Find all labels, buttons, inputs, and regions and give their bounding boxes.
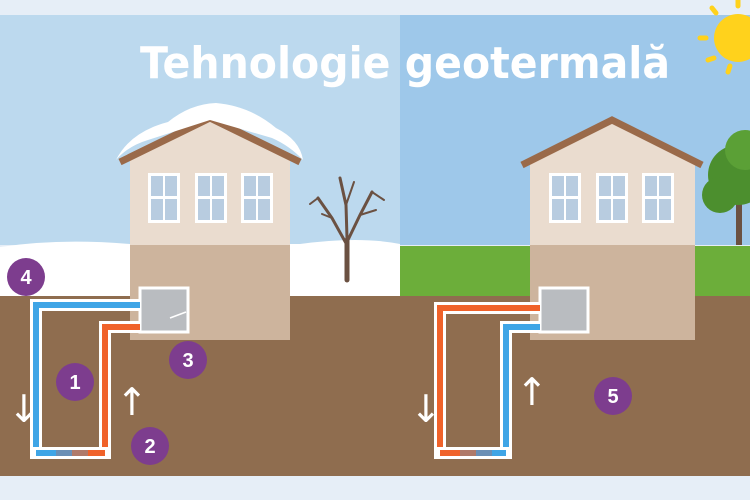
badge-2: 2 (131, 427, 169, 465)
green-tree-icon (702, 130, 750, 245)
svg-text:5: 5 (607, 386, 618, 408)
winter-arrow-up: ↑ (116, 380, 148, 424)
summer-ground-loop (434, 302, 540, 459)
diagram-title: Tehnologie geotermală (140, 38, 670, 89)
bare-tree-icon (309, 176, 385, 283)
summer-arrow-up: ↑ (516, 370, 548, 414)
bottom-strip (0, 476, 750, 500)
badge-4: 4 (7, 258, 45, 296)
winter-arrow-down: ↓ (8, 387, 40, 431)
svg-text:2: 2 (144, 436, 155, 458)
summer-arrow-down: ↓ (410, 387, 442, 431)
badge-5: 5 (594, 377, 632, 415)
summer-heat-pump (538, 286, 590, 334)
roof-snow (116, 103, 303, 160)
svg-text:3: 3 (182, 350, 193, 372)
badge-1: 1 (56, 363, 94, 401)
winter-windows (148, 173, 273, 223)
svg-text:4: 4 (20, 267, 32, 289)
svg-text:1: 1 (69, 372, 80, 394)
badge-3: 3 (169, 341, 207, 379)
winter-house (116, 103, 303, 340)
summer-windows (549, 173, 674, 223)
summer-house (520, 116, 704, 340)
winter-heat-pump (138, 286, 190, 334)
winter-ground-loop (30, 299, 140, 459)
sun-icon (697, 0, 750, 75)
